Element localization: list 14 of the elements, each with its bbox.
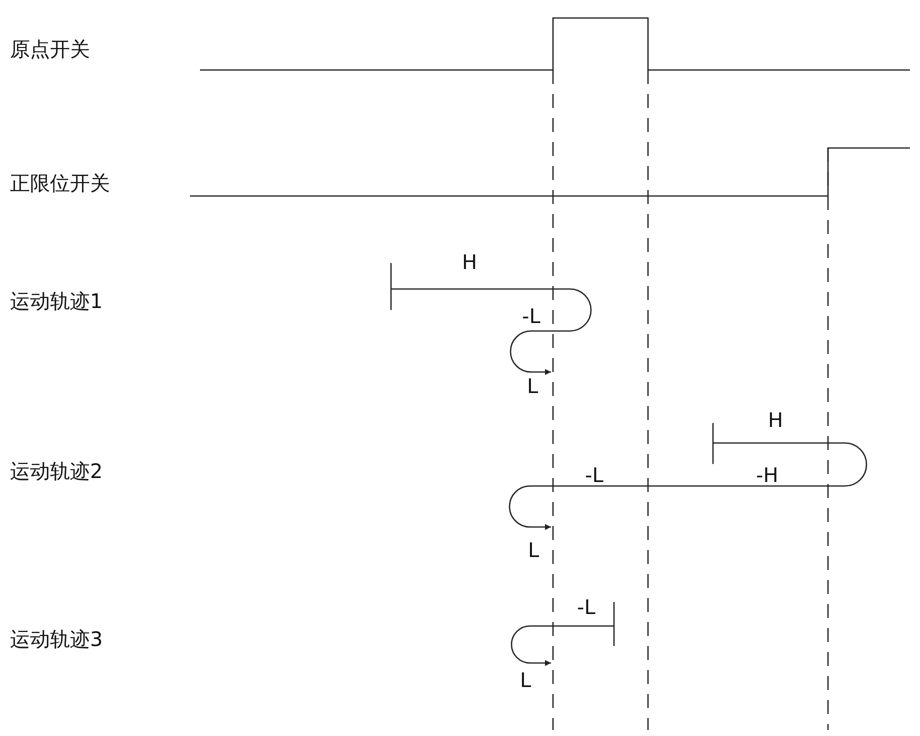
row-label: 运动轨迹3 — [10, 627, 103, 651]
trajectory-label: H — [768, 408, 784, 432]
trajectory-label: -L — [577, 595, 596, 619]
trajectory-label: L — [527, 374, 538, 398]
row-label: 正限位开关 — [10, 171, 110, 195]
trajectory-label: L — [520, 668, 532, 692]
trajectory-label: H — [462, 250, 478, 274]
row-label: 运动轨迹2 — [10, 459, 103, 483]
row-label: 运动轨迹1 — [10, 289, 103, 313]
trajectory-label: -L — [522, 304, 540, 328]
trajectory-label: -H — [756, 463, 778, 487]
trajectory-label: L — [528, 538, 540, 562]
trajectory-label: -L — [585, 463, 604, 487]
row-label: 原点开关 — [10, 37, 90, 61]
